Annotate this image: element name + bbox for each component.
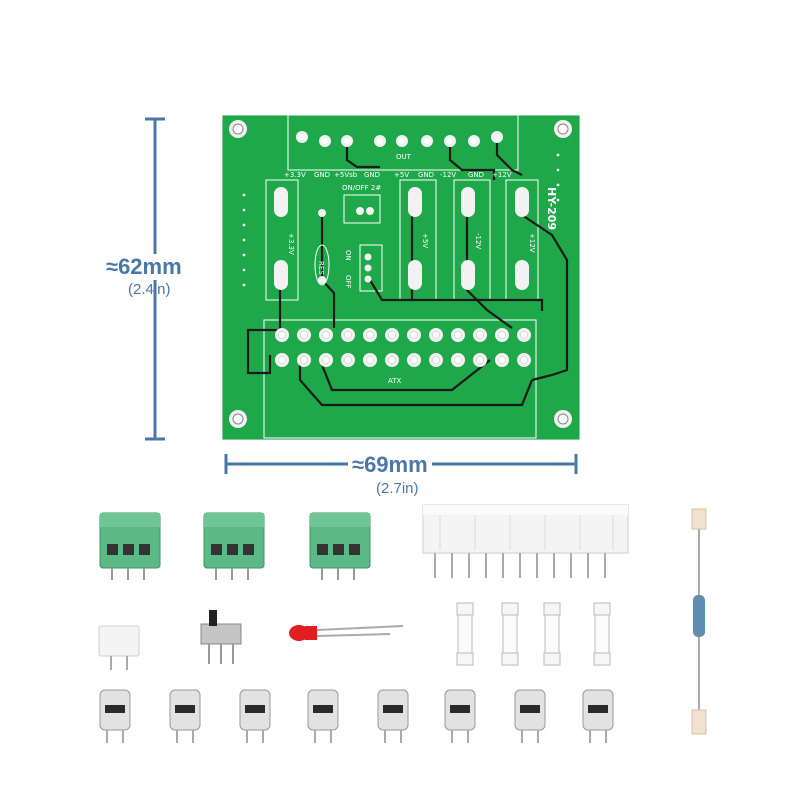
svg-text:GND: GND <box>364 171 380 179</box>
width-in-label: (2.7in) <box>376 480 419 497</box>
svg-text:GND: GND <box>468 171 484 179</box>
fuse-clips <box>99 689 614 743</box>
glass-fuses <box>456 602 611 666</box>
two-pin-connector <box>98 625 140 670</box>
edge-vias <box>242 153 560 287</box>
svg-text:+5V: +5V <box>394 171 409 179</box>
resistor-outline <box>314 244 330 286</box>
height-mm-label: ≈62mm <box>104 254 184 280</box>
copper-traces <box>246 137 569 407</box>
atx-connector <box>422 504 629 578</box>
atx-connector-pads <box>275 328 531 367</box>
output-pads <box>296 131 503 147</box>
terminal-block <box>203 512 265 580</box>
svg-text:GND: GND <box>314 171 330 179</box>
terminal-block <box>99 512 161 580</box>
svg-text:GND: GND <box>418 171 434 179</box>
svg-text:-12V: -12V <box>474 233 482 249</box>
on-label: ON <box>344 250 352 261</box>
red-led <box>289 625 404 641</box>
width-mm-label: ≈69mm <box>348 452 432 478</box>
side-labels: +3.3V +5V -12V +12V <box>287 233 536 255</box>
resistor-part <box>691 508 707 735</box>
svg-text:+12V: +12V <box>528 233 536 253</box>
off-label: OFF <box>344 275 352 289</box>
mounting-holes <box>229 120 572 428</box>
fuse-clip-pads <box>274 187 529 290</box>
svg-text:+5V: +5V <box>421 233 429 248</box>
fuse <box>456 602 611 666</box>
svg-text:+12V: +12V <box>492 171 512 179</box>
terminal-block <box>309 512 371 580</box>
model-label: HY-209 <box>545 187 558 230</box>
atx-label: ATX <box>388 377 402 385</box>
rail-labels: +3.3V GND +5Vsb GND +5V GND -12V GND +12… <box>284 171 512 179</box>
svg-text:+5Vsb: +5Vsb <box>334 171 358 179</box>
svg-text:+3.3V: +3.3V <box>284 171 306 179</box>
switch-label: ON/OFF 2# <box>342 184 381 192</box>
svg-text:+3.3V: +3.3V <box>287 233 295 255</box>
svg-text:-12V: -12V <box>440 171 456 179</box>
height-in-label: (2.4in) <box>128 281 171 298</box>
res-label: RES <box>317 261 325 275</box>
pcb-board: OUT ON/OFF 2# ATX RES ON OFF HY-209 +3.3… <box>222 115 580 440</box>
out-label: OUT <box>396 153 412 161</box>
slide-switch <box>200 610 242 664</box>
height-dimension-line <box>145 117 165 441</box>
switch-resistor-pads <box>318 207 374 284</box>
